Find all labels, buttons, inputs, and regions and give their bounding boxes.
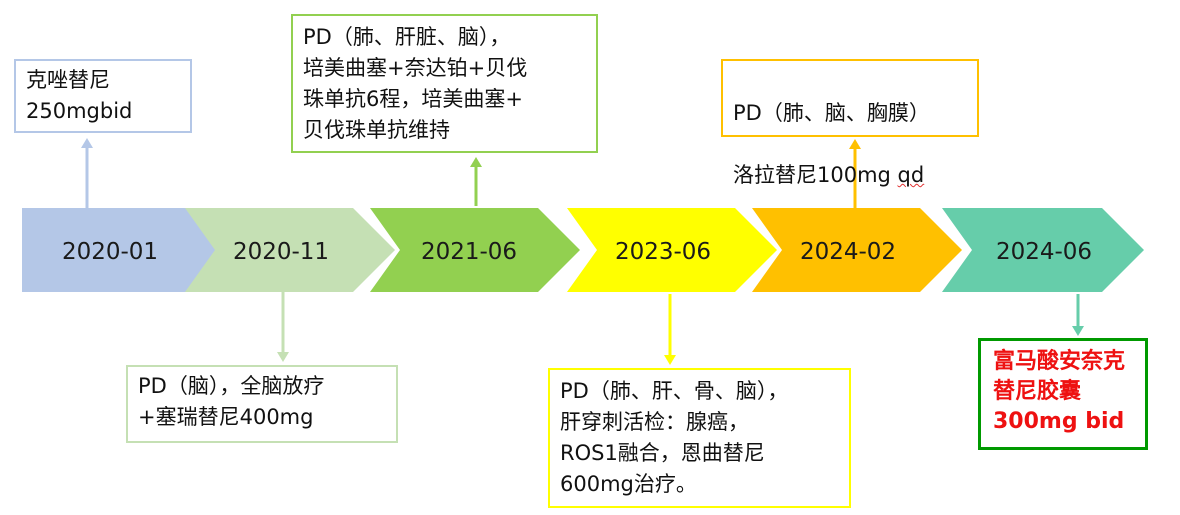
milestone-date-2024-02: 2024-02 <box>800 239 896 265</box>
chevron-2020-11 <box>185 208 395 292</box>
milestone-date-2023-06: 2023-06 <box>615 239 711 265</box>
connector-lines <box>81 138 1084 365</box>
chevron-row: 2020-01 2020-11 2021-06 2023-06 2024-02 2024-… <box>22 208 1144 292</box>
arrowhead-icon <box>81 138 93 148</box>
note-2021-06: PD（肺、肝脏、脑）， 培美曲塞+奈达铂+贝伐 珠单抗6程，培美曲塞+ 贝伐珠单… <box>291 14 598 153</box>
arrowhead-icon <box>664 355 676 365</box>
chevron-2023-06 <box>567 208 777 292</box>
chevron-2024-06 <box>942 208 1144 292</box>
note-2024-02-line2: 洛拉替尼100mg qd <box>733 160 967 191</box>
arrowhead-icon <box>1072 326 1084 336</box>
note-2024-02-drug: 洛拉替尼100mg <box>733 163 898 187</box>
note-2024-02-line1: PD（肺、脑、胸膜） <box>733 101 930 125</box>
chevron-2020-01 <box>22 208 232 292</box>
chevron-2021-06 <box>370 208 580 292</box>
spellcheck-flagged-word: qd <box>897 163 925 187</box>
chevron-2024-02 <box>752 208 962 292</box>
arrowhead-icon <box>849 139 861 149</box>
arrowhead-icon <box>277 352 289 362</box>
note-2023-06: PD（肺、肝、骨、脑）， 肝穿刺活检：腺癌， ROS1融合，恩曲替尼 600mg… <box>548 368 851 508</box>
note-2024-06: 富马酸安奈克 替尼胶囊 300mg bid <box>978 338 1148 450</box>
note-2020-11: PD（脑），全脑放疗 +塞瑞替尼400mg <box>126 365 398 443</box>
milestone-date-2024-06: 2024-06 <box>996 239 1092 265</box>
milestone-date-2020-11: 2020-11 <box>233 239 329 265</box>
note-2024-02: PD（肺、脑、胸膜） 洛拉替尼100mg qd <box>721 59 979 187</box>
note-2020-01: 克唑替尼 250mgbid <box>14 59 192 133</box>
arrowhead-icon <box>470 157 482 167</box>
milestone-date-2020-01: 2020-01 <box>62 239 158 265</box>
milestone-date-2021-06: 2021-06 <box>421 239 517 265</box>
